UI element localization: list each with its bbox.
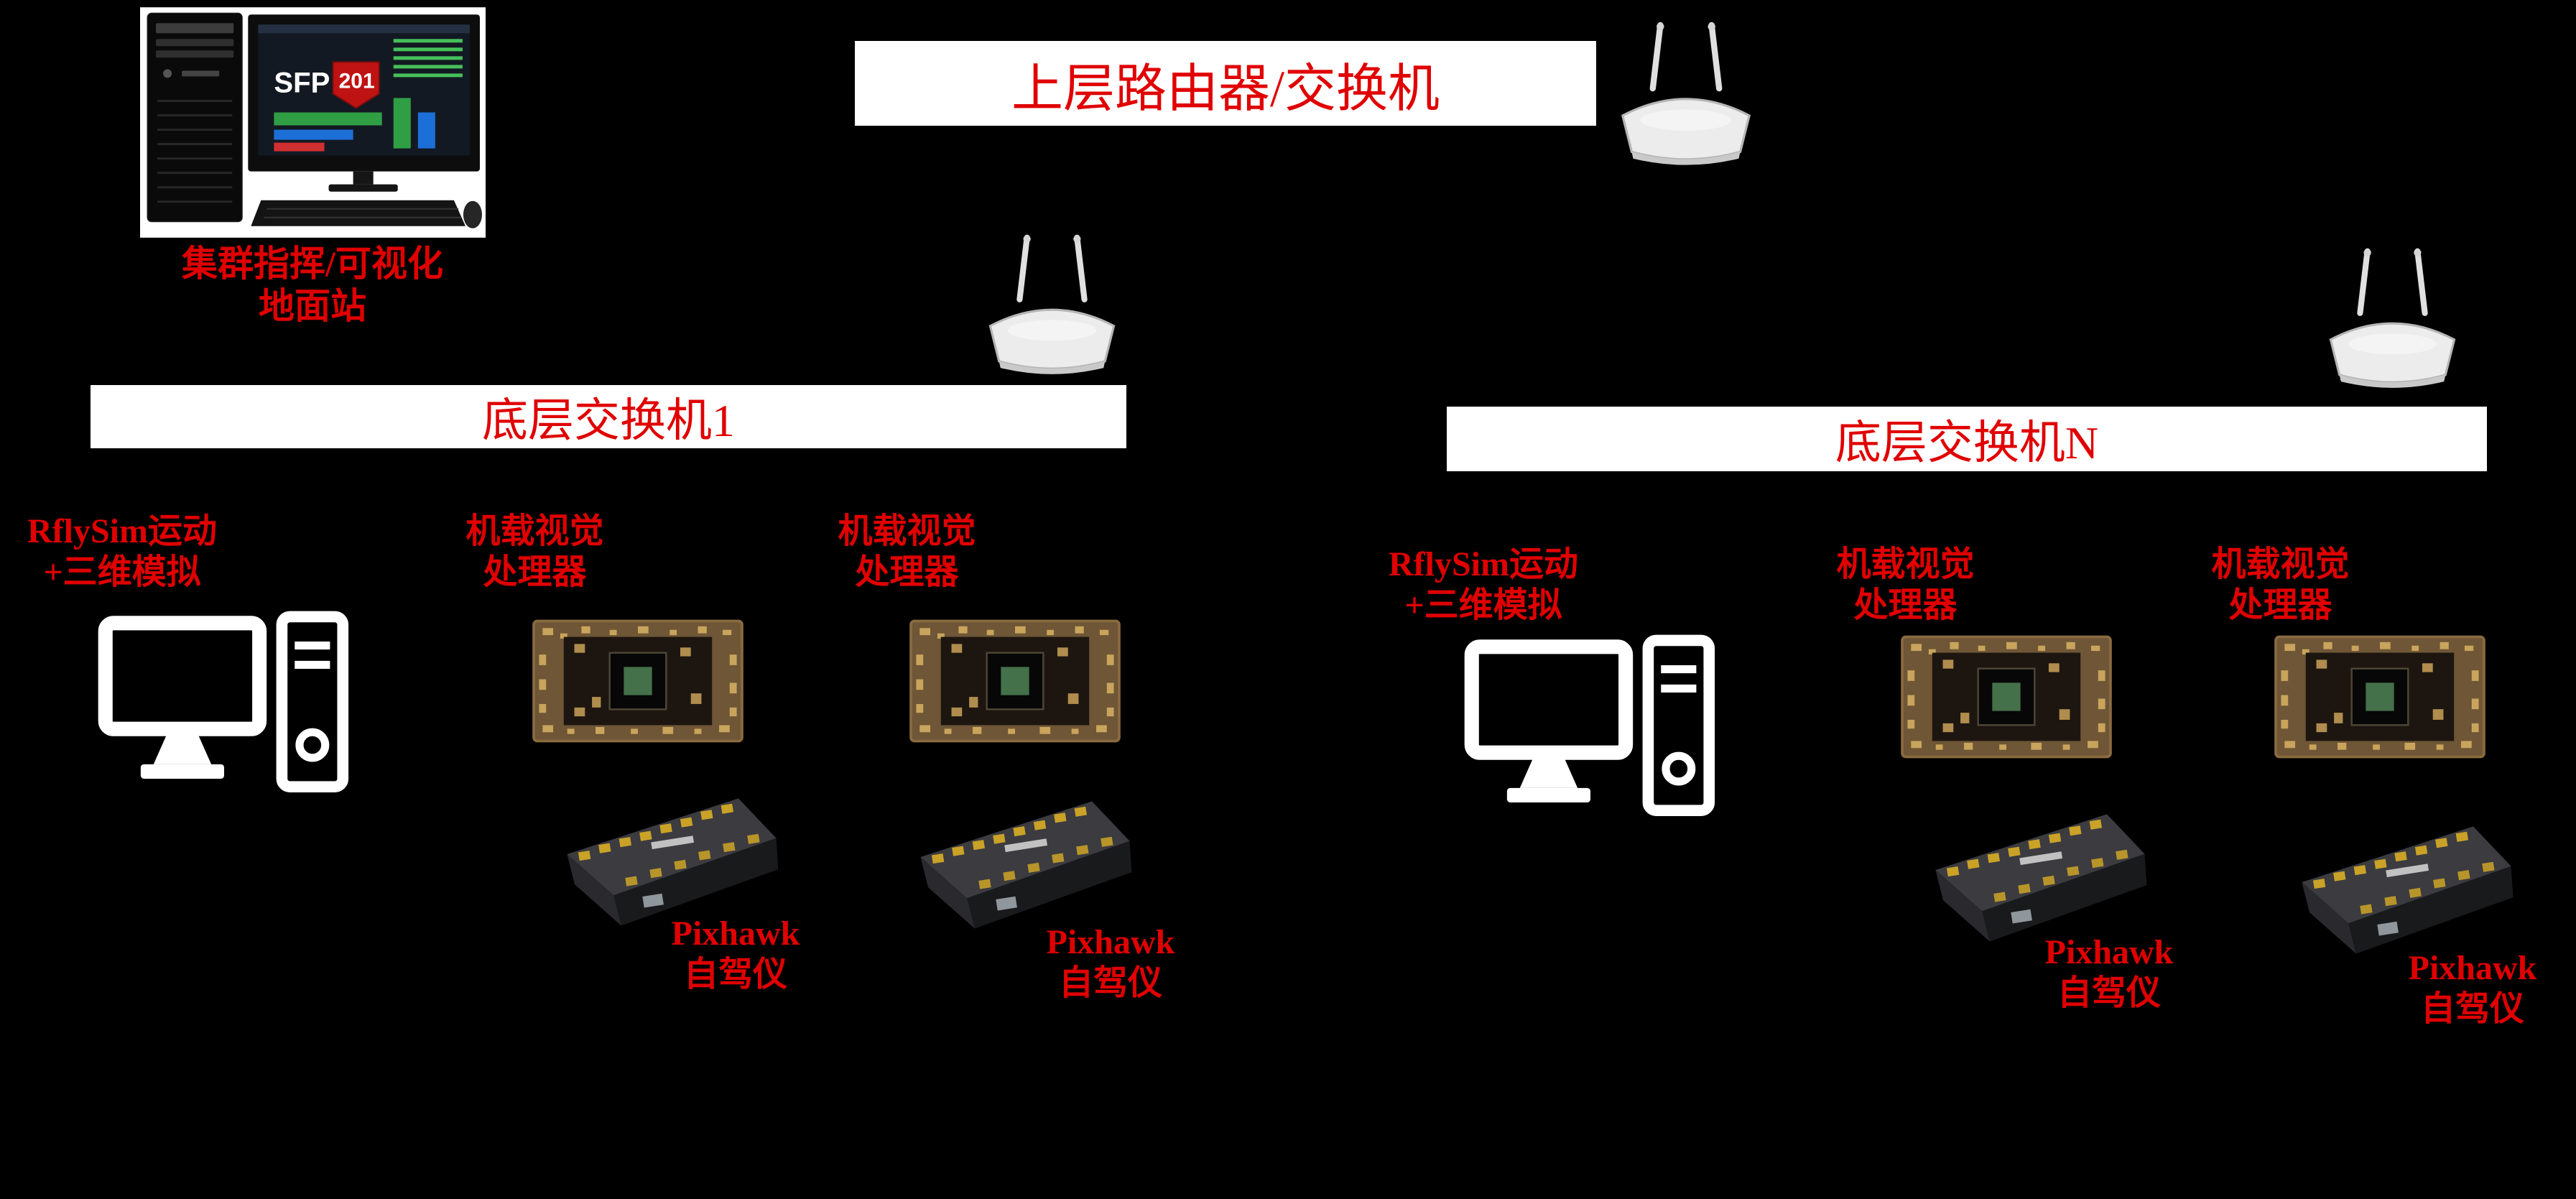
- sim-pc-label-1: RflySim运动 +三维模拟: [7, 511, 237, 593]
- screen-brand-text: SFP: [274, 67, 330, 98]
- pixhawk-image-1b: [892, 796, 1146, 938]
- pixhawk-label-1b: Pixhawk 自驾仪: [1006, 922, 1215, 1004]
- ground-station-image: SFP 201: [140, 7, 486, 238]
- pixhawk-label-na-line1: Pixhawk: [2044, 933, 2174, 971]
- ground-station-monitor: SFP 201: [248, 14, 480, 192]
- ground-station-tower: [147, 12, 243, 223]
- pixhawk-label-1a-line1: Pixhawk: [671, 915, 800, 953]
- pixhawk-label-1b-line2: 自驾仪: [1058, 963, 1162, 1002]
- pixhawk-image-nb: [2274, 821, 2528, 963]
- lower-switch-bar-n: 底层交换机N: [1447, 407, 2487, 471]
- ground-station-mouse: [463, 200, 482, 228]
- vision-board-image-1a: [532, 619, 744, 743]
- sim-pc-icon-1: [96, 607, 353, 800]
- pixhawk-label-na: Pixhawk 自驾仪: [2004, 932, 2214, 1014]
- vision-board-image-na: [1900, 635, 2113, 759]
- vision-processor-label-na-line2: 处理器: [1853, 585, 1958, 624]
- sim-pc-label-n-line2: +三维模拟: [1404, 585, 1562, 624]
- pixhawk-label-1b-line1: Pixhawk: [1046, 923, 1175, 961]
- vision-processor-label-1a: 机载视觉 处理器: [447, 511, 623, 593]
- vision-processor-label-nb: 机载视觉 处理器: [2192, 545, 2368, 626]
- ground-station-label-line1: 集群指挥/可视化: [182, 244, 443, 284]
- vision-board-image-1b: [909, 619, 1121, 743]
- screen-status-bars: [274, 98, 435, 152]
- vision-processor-label-na-line1: 机载视觉: [1836, 545, 1975, 583]
- vision-processor-label-1a-line2: 处理器: [483, 552, 587, 591]
- pixhawk-label-nb-line2: 自驾仪: [2420, 989, 2524, 1028]
- vision-processor-label-nb-line2: 处理器: [2228, 585, 2332, 624]
- sim-pc-label-1-line1: RflySim运动: [27, 512, 217, 550]
- vision-processor-label-1b: 机载视觉 处理器: [819, 511, 995, 593]
- lower-switch-router-icon-1: [978, 230, 1126, 381]
- ground-station-keyboard: [251, 200, 465, 226]
- pixhawk-label-1a-line2: 自驾仪: [683, 955, 787, 994]
- ground-station-label: 集群指挥/可视化 地面站: [122, 243, 503, 328]
- lower-switch-bar-n-label: 底层交换机N: [1835, 417, 2099, 468]
- ground-station-label-line2: 地面站: [259, 286, 366, 326]
- pixhawk-image-na: [1907, 809, 2162, 951]
- pixhawk-label-na-line2: 自驾仪: [2057, 973, 2161, 1012]
- vision-processor-label-nb-line1: 机载视觉: [2211, 545, 2350, 583]
- pixhawk-label-1a: Pixhawk 自驾仪: [631, 914, 840, 995]
- lower-switch-router-icon-n: [2319, 243, 2466, 395]
- lower-switch-bar-1-label: 底层交换机1: [482, 395, 735, 446]
- screen-model-text: 201: [339, 69, 375, 93]
- upper-router-switch-label: 上层路由器/交换机: [1011, 60, 1440, 118]
- screen-table-rows: [393, 39, 463, 78]
- vision-processor-label-1a-line1: 机载视觉: [465, 512, 604, 550]
- pixhawk-label-nb: Pixhawk 自驾仪: [2368, 948, 2576, 1029]
- sim-pc-label-n: RflySim运动 +三维模拟: [1368, 545, 1598, 626]
- vision-board-image-nb: [2274, 635, 2486, 759]
- pixhawk-label-nb-line1: Pixhawk: [2408, 949, 2537, 987]
- vision-processor-label-1b-line1: 机载视觉: [838, 512, 976, 550]
- screen-shield-icon: [332, 61, 380, 109]
- upper-router-icon: [1611, 17, 1761, 172]
- sim-pc-label-1-line2: +三维模拟: [43, 552, 201, 591]
- lower-switch-bar-1: 底层交换机1: [91, 385, 1126, 448]
- vision-processor-label-na: 机载视觉 处理器: [1817, 545, 1993, 626]
- sim-pc-label-n-line1: RflySim运动: [1388, 545, 1578, 583]
- ground-station-illustration: SFP 201: [140, 7, 486, 238]
- upper-router-switch-bar: 上层路由器/交换机: [855, 41, 1596, 126]
- sim-pc-icon-n: [1462, 631, 1719, 823]
- vision-processor-label-1b-line2: 处理器: [855, 552, 959, 591]
